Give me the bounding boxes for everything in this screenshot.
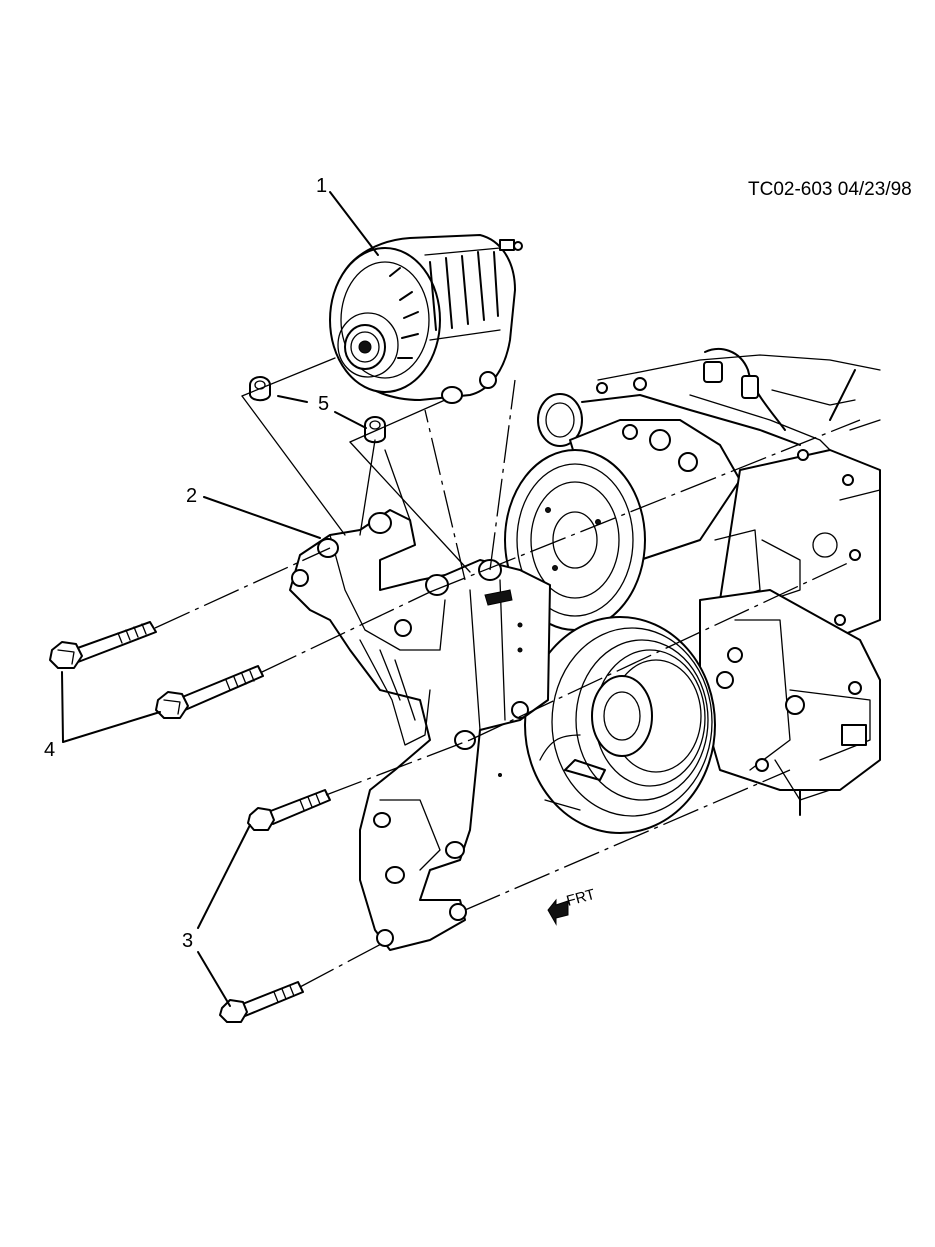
bushing-lower [364,416,386,444]
bushing-upper [249,376,271,402]
front-arrow-icon [547,898,569,926]
front-direction-indicator: FRT [547,886,597,926]
bolt-3-upper [247,789,331,831]
bolt-4-lower [155,665,264,719]
callout-5: 5 [318,393,329,415]
leader-lines [61,191,379,1007]
callout-1: 1 [316,175,327,197]
callout-2: 2 [186,485,197,507]
bolt-4-upper [49,621,157,669]
callout-3: 3 [182,930,193,952]
generator-alternator [329,234,523,404]
generator-mounting-bracket [289,509,551,951]
assembly-centerlines [154,357,861,988]
callout-4: 4 [44,739,55,761]
callout-labels: 1 2 3 4 5 [44,175,329,952]
crankshaft-balancer-pulley [524,616,716,834]
front-direction-label: FRT [565,886,597,910]
drawing-id-stamp: TC02-603 04/23/98 [748,179,912,200]
bolt-3-lower [219,981,304,1023]
